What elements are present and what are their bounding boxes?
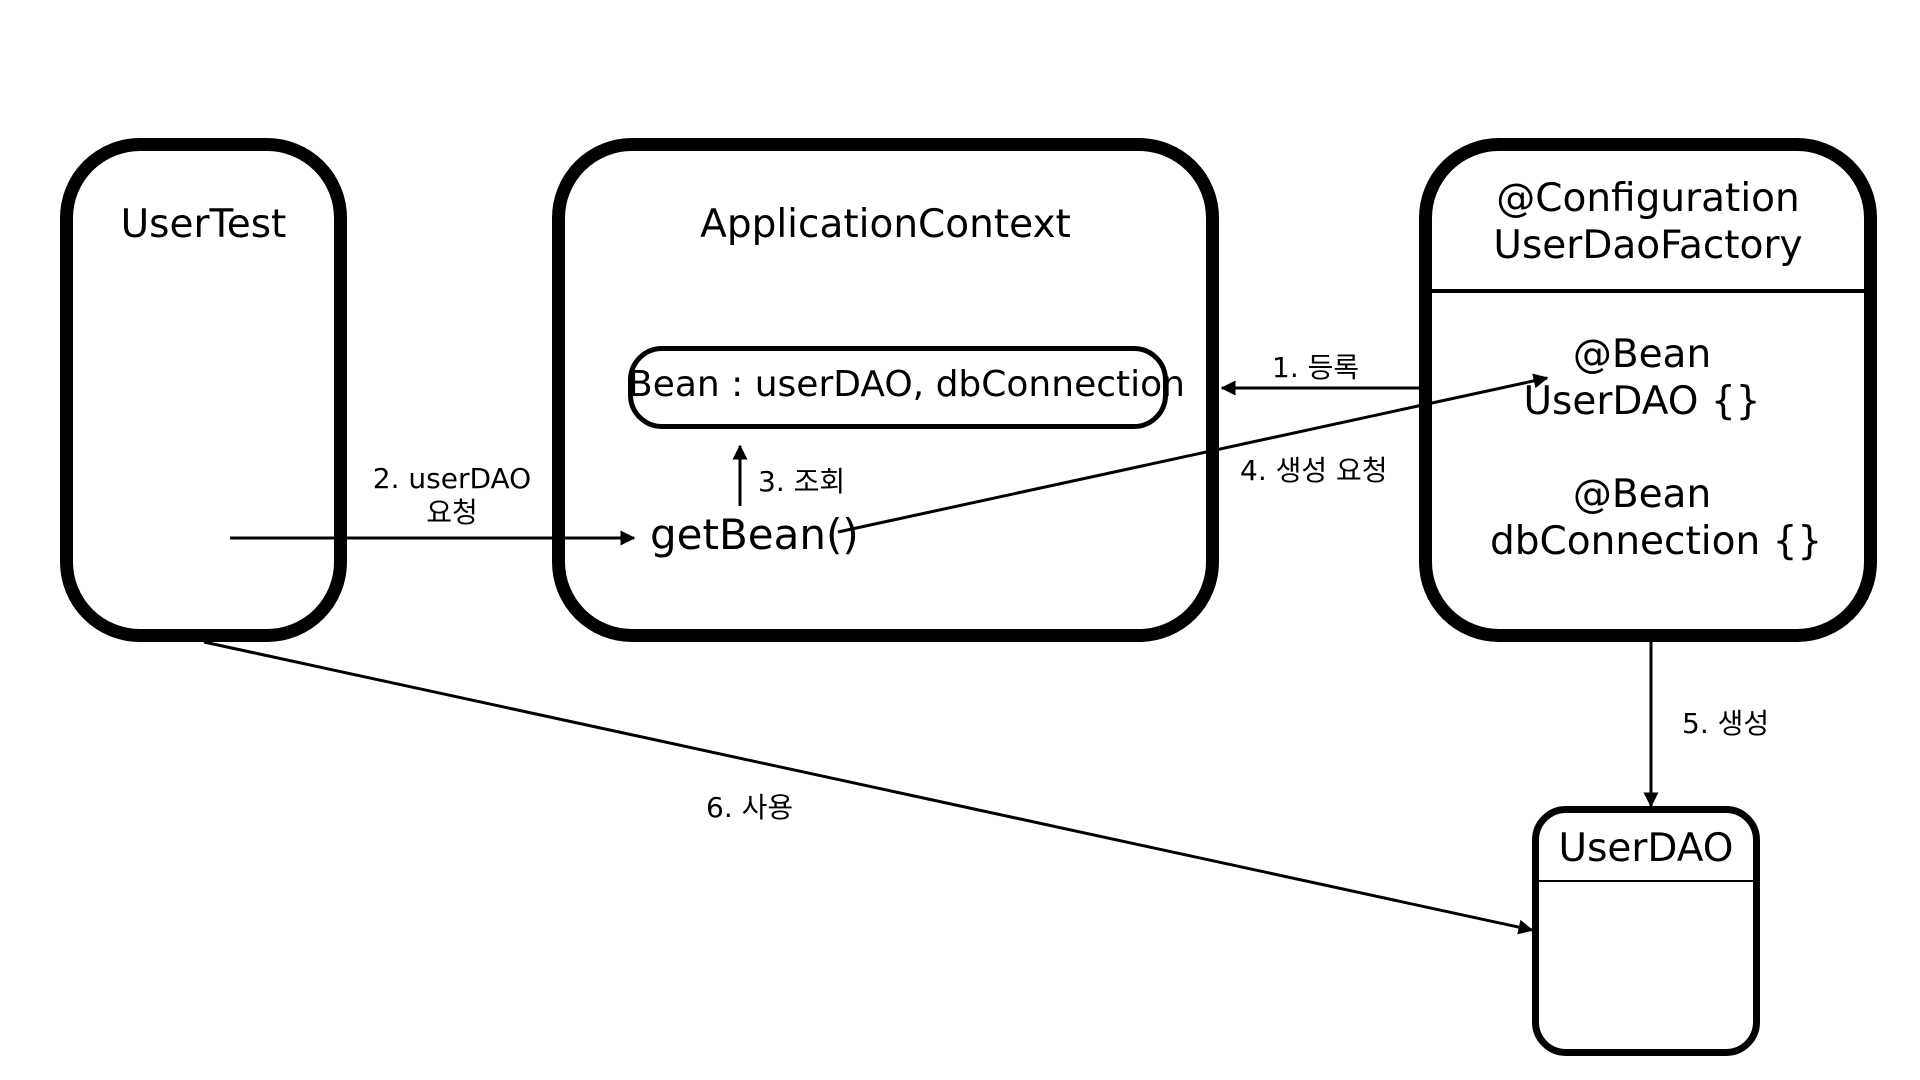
user-dao-title: UserDAO [1558,826,1734,871]
register-label: 1. 등록 [1272,351,1360,384]
application-context-title: ApplicationContext [700,202,1071,247]
bean-user-dao-method: @Bean UserDAO {} [1520,332,1764,426]
configuration-annotation-label: @Configuration [1496,176,1800,221]
request-user-dao-label-line2: 요청 [426,495,478,529]
create-request-label: 4. 생성 요청 [1240,454,1388,487]
create-label: 5. 생성 [1682,707,1770,740]
bean-registry-box [628,346,1168,429]
user-dao-box [1532,806,1760,1056]
user-dao-method-label: UserDAO {} [1523,378,1761,424]
user-dao-factory-divider [1427,289,1869,293]
bean-registry-label: Bean : userDAO, dbConnection [628,364,1185,405]
db-connection-method-label: dbConnection {} [1490,518,1823,564]
user-dao-factory-box [1419,138,1877,642]
get-bean-method-label: getBean() [650,510,859,559]
bean-db-connection-method: @Bean dbConnection {} [1490,472,1823,566]
user-test-box [60,138,347,642]
request-user-dao-label: 2. userDAO 요청 [360,462,544,529]
create-request-arrow [837,373,1549,534]
user-dao-divider [1539,880,1753,882]
use-arrow [203,640,1534,935]
bean-annotation-label: @Bean [1572,332,1712,377]
lookup-label: 3. 조회 [758,465,846,498]
request-user-dao-label-line1: 2. userDAO [372,462,532,495]
use-label: 6. 사용 [706,791,794,824]
user-test-title: UserTest [120,202,287,247]
user-dao-factory-name-label: UserDaoFactory [1493,222,1803,268]
bean-annotation-label: @Bean [1572,472,1712,517]
user-dao-factory-title: @Configuration UserDaoFactory [1419,176,1877,270]
